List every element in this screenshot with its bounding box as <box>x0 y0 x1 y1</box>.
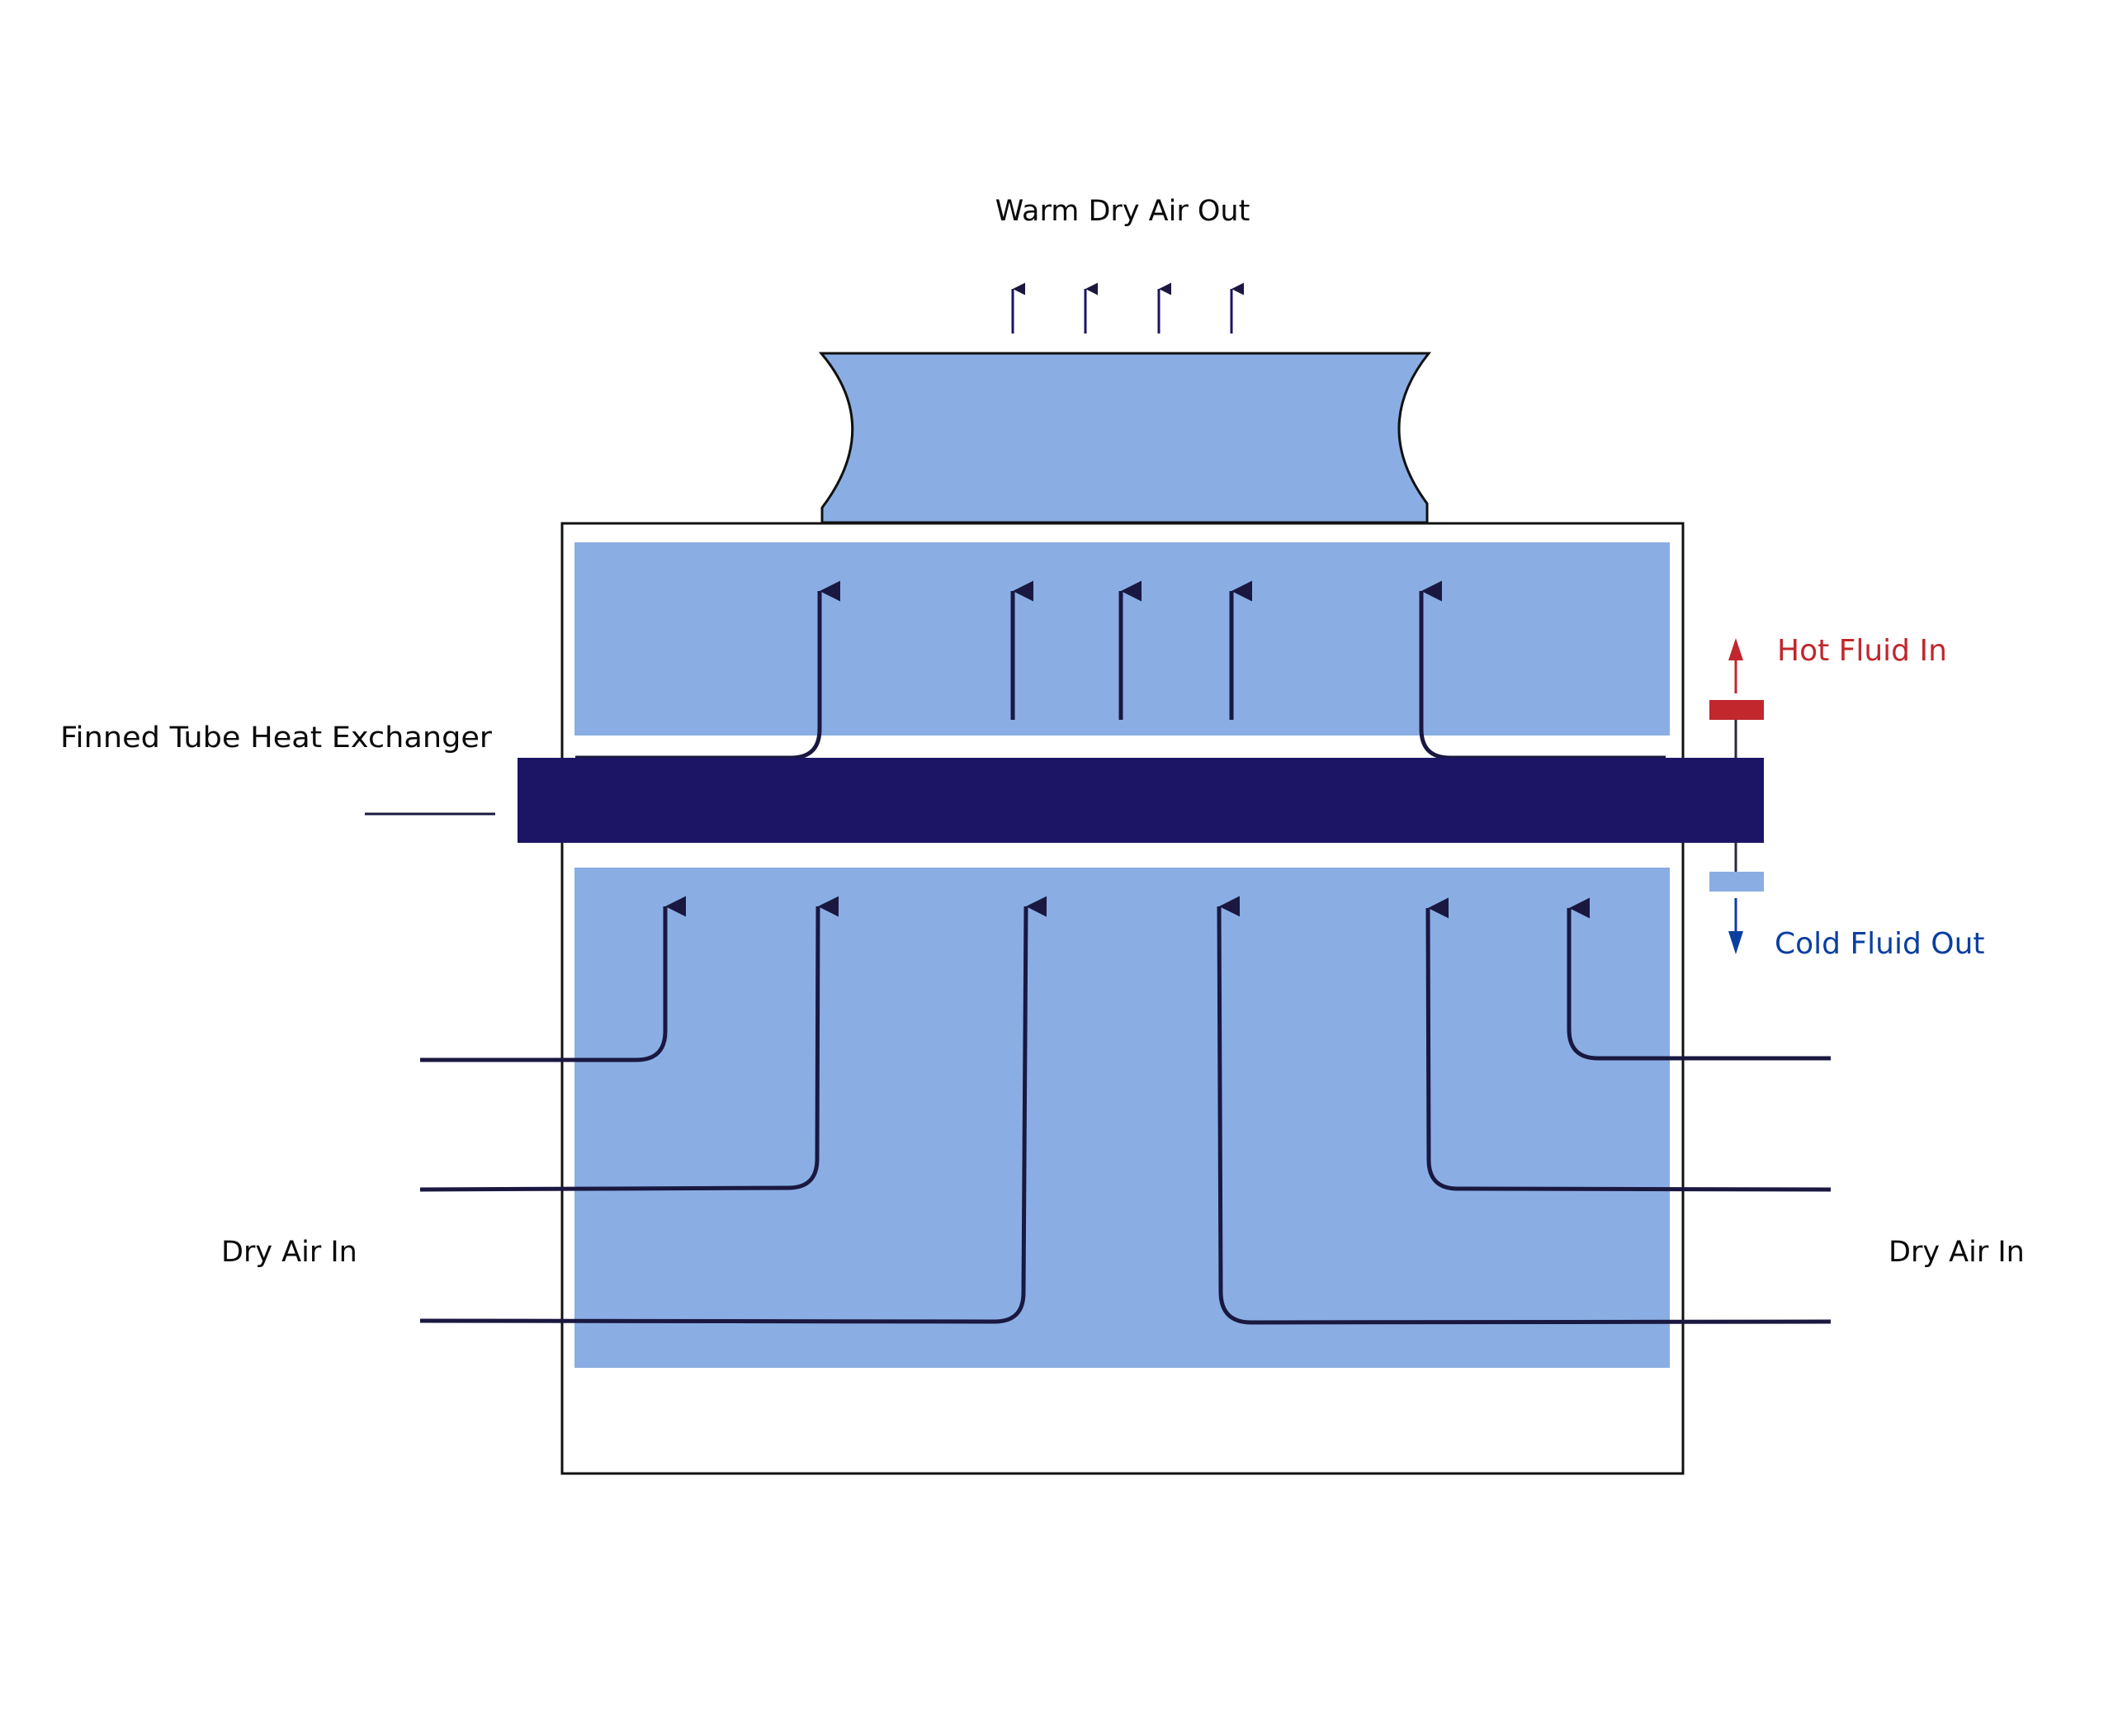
cold-fluid-out-label: Cold Fluid Out <box>1775 927 1985 961</box>
fan-shroud <box>818 352 1432 524</box>
upper-flow-arrows <box>575 580 1666 760</box>
air-flow-arrow <box>1425 897 1832 1192</box>
finned-tube-heat-exchanger <box>518 758 1764 843</box>
dry-air-in-right-label: Dry Air In <box>1888 1236 2025 1269</box>
cold-fluid-connector <box>1709 872 1764 892</box>
hot-fluid-connector <box>1709 700 1764 720</box>
warm-dry-air-out-label: Warm Dry Air Out <box>995 195 1250 228</box>
cold-arrowhead <box>1728 931 1743 954</box>
hot-fluid-in-label: Hot Fluid In <box>1777 634 1947 668</box>
fluid-connectors <box>1709 638 1764 954</box>
air-flow-arrow <box>419 896 839 1192</box>
air-flow-arrow <box>1217 896 1832 1325</box>
dry-air-in-left-label: Dry Air In <box>221 1236 357 1269</box>
heat-exchanger-label: Finned Tube Heat Exchanger <box>60 721 493 754</box>
air-flow-arrow <box>1567 897 1831 1061</box>
air-flow-arrow <box>1419 580 1666 760</box>
hot-arrowhead <box>1728 638 1743 660</box>
air-flow-arrow <box>420 896 686 1062</box>
outlet-arrows <box>1011 282 1244 333</box>
lower-intake-panel <box>574 868 1670 1368</box>
air-flow-arrow <box>575 580 840 760</box>
air-flow-arrow <box>419 896 1047 1324</box>
intake-flow-arrows <box>419 896 1832 1325</box>
